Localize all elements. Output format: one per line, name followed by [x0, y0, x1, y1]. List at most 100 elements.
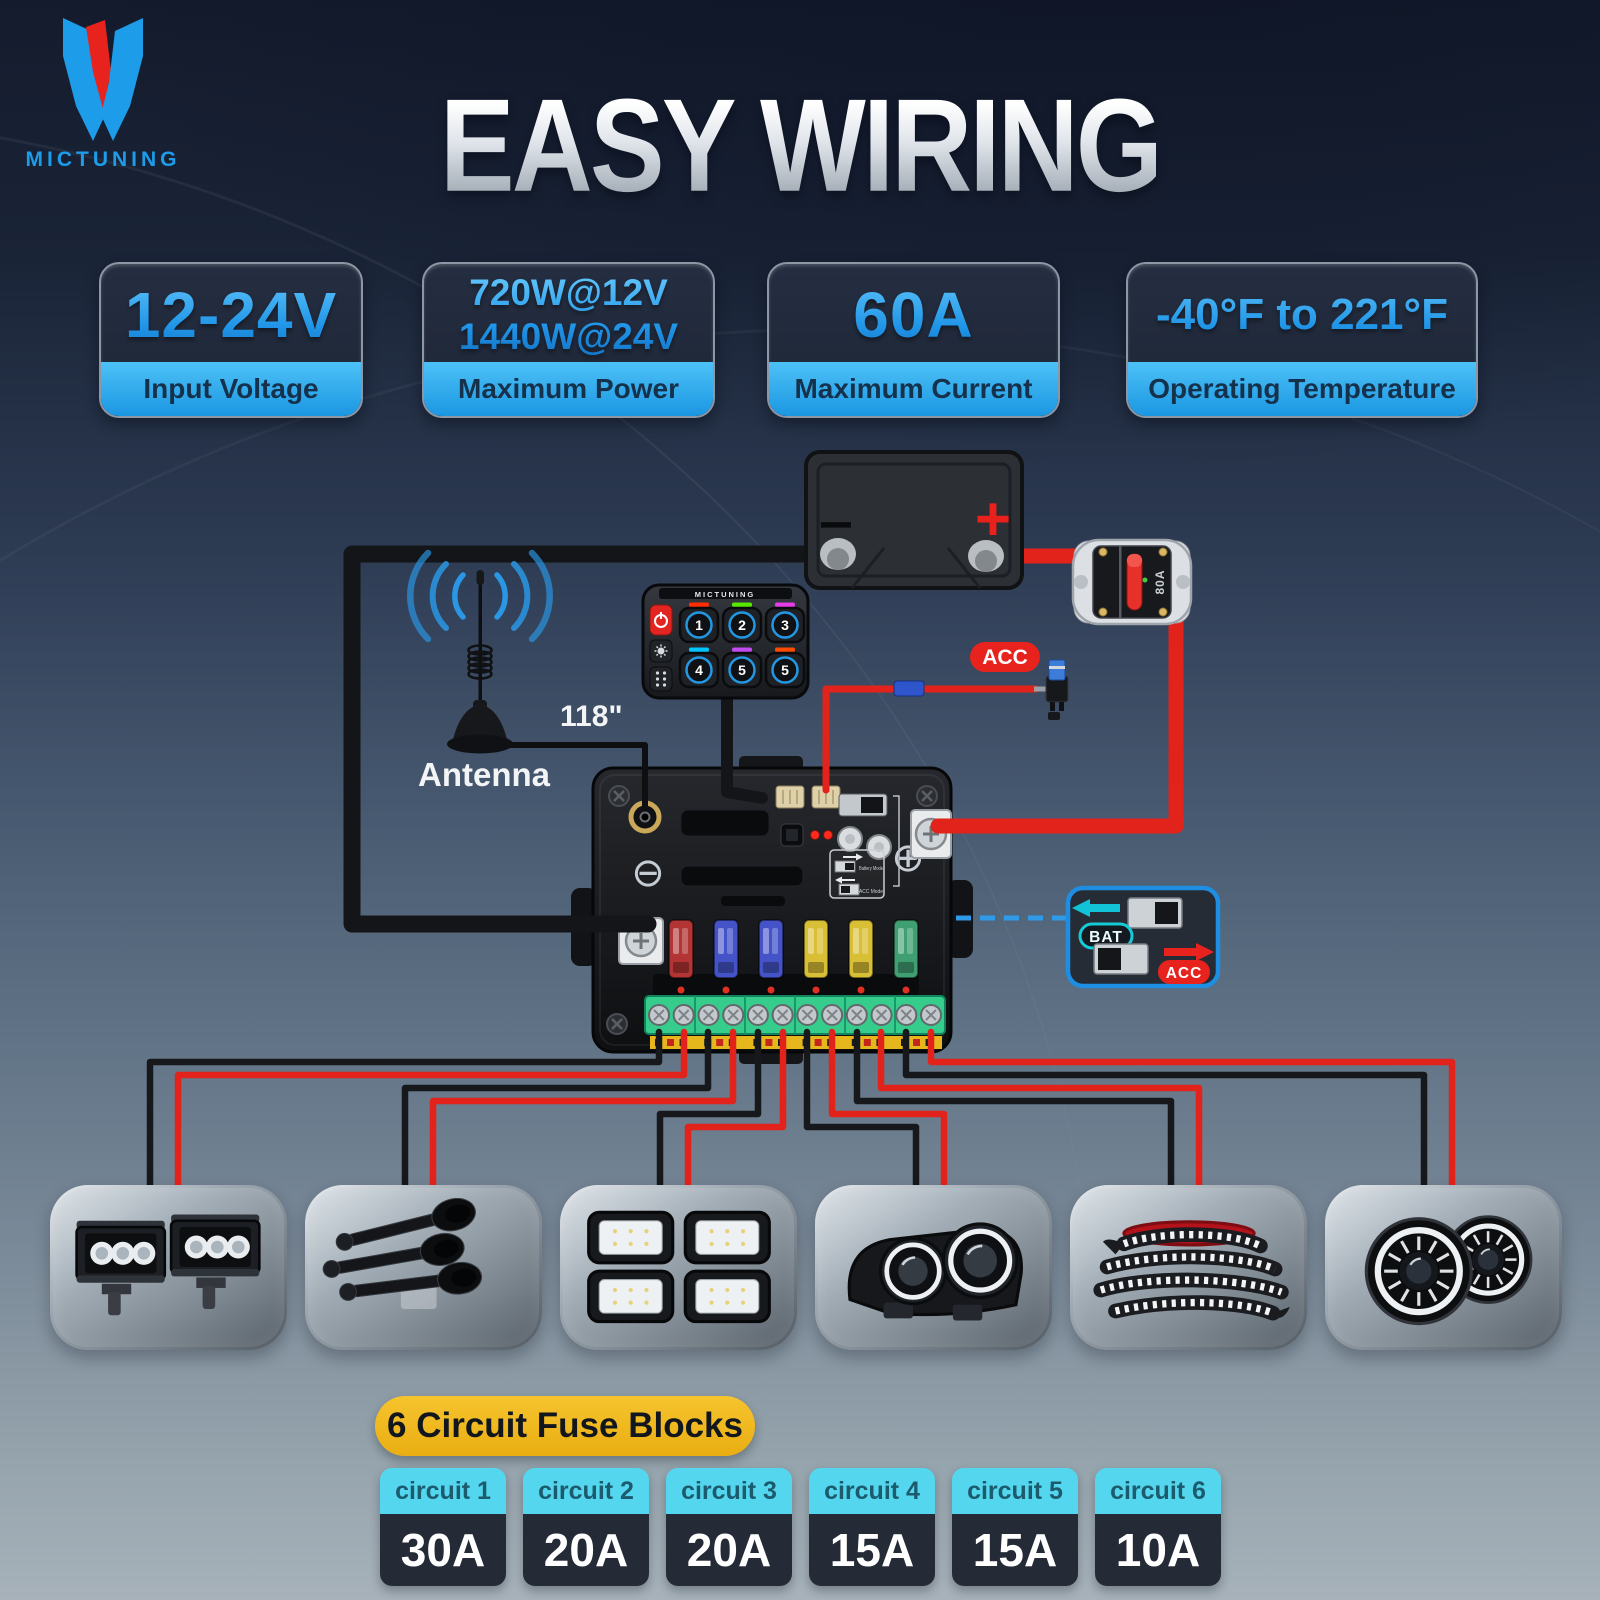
wire-black — [853, 1028, 1175, 1194]
battery-negative-cable — [343, 545, 845, 933]
circuit-label: circuit 4 — [809, 1468, 935, 1514]
product-card-rock-lights — [560, 1185, 797, 1350]
vent-slot — [680, 865, 804, 887]
spec-value: 60A — [769, 264, 1058, 366]
right-arrow-icon — [856, 853, 863, 861]
antenna-length-label: 118" — [560, 700, 623, 733]
wire-splice — [893, 680, 925, 697]
vent-slot — [680, 809, 770, 837]
product-card-halo-headlights — [1325, 1185, 1562, 1350]
left-arrow-icon — [835, 876, 842, 884]
page-title: EASY WIRING — [40, 70, 1560, 222]
antenna-base — [452, 705, 508, 744]
circuit-label: circuit 1 — [380, 1468, 506, 1514]
wire-red — [927, 1028, 1456, 1194]
antenna-label: Antenna — [418, 756, 551, 793]
brightness-icon — [654, 644, 668, 658]
acc-badge — [970, 642, 1040, 672]
circuit-amps: 15A — [952, 1514, 1078, 1586]
panel-button-3: 3 — [764, 606, 806, 644]
led-indicator — [689, 602, 709, 607]
svg-text:1: 1 — [695, 617, 703, 633]
brand-wordmark: MICTUNING — [18, 148, 188, 172]
svg-text:ACC: ACC — [982, 646, 1028, 669]
led-indicator — [775, 602, 795, 607]
fuse-blue — [758, 919, 784, 979]
wire-black — [902, 1028, 1428, 1194]
breaker-rating-label: 80A — [1153, 569, 1167, 594]
rock-lights-image — [586, 1210, 771, 1323]
circuit-card-3: circuit 3 20A — [666, 1468, 792, 1586]
spec-card-input-voltage: 12-24V Input Voltage — [99, 262, 363, 418]
fuse-yellow — [803, 919, 829, 979]
wire-red — [828, 1028, 948, 1194]
fuse-tap — [1034, 659, 1069, 720]
switch-panel: MICTUNING 1 2 3 — [641, 583, 810, 700]
battery: − + — [804, 450, 1024, 590]
svg-text:BAT: BAT — [1089, 929, 1123, 946]
mictuning-m-icon — [63, 18, 143, 141]
svg-text:3: 3 — [781, 617, 789, 633]
breaker-to-box-cable — [930, 600, 1184, 834]
svg-text:ACC: ACC — [1166, 965, 1203, 982]
antenna-cable — [505, 742, 648, 811]
panel-button-4: 4 — [678, 651, 720, 689]
circuit-amps: 15A — [809, 1514, 935, 1586]
halo-headlights-image — [1339, 1198, 1549, 1338]
panel-button-1: 1 — [678, 606, 720, 644]
product-card-train-horns — [305, 1185, 542, 1350]
spec-value: -40°F to 221°F — [1128, 264, 1476, 366]
circuit-card-5: circuit 5 15A — [952, 1468, 1078, 1586]
screw-icon — [915, 784, 939, 808]
circuit-breaker: 80A — [1071, 538, 1193, 626]
fuse-leds — [677, 986, 910, 994]
power-button — [649, 604, 673, 636]
circuit-card-1: circuit 1 30A — [380, 1468, 506, 1586]
circuit-card-2: circuit 2 20A — [523, 1468, 649, 1586]
product-card-fog-lights — [815, 1185, 1052, 1350]
terminal-block — [644, 995, 946, 1035]
circuit-label: circuit 2 — [523, 1468, 649, 1514]
circuit-amps: 30A — [380, 1514, 506, 1586]
panel-brand-label: MICTUNING — [695, 590, 756, 599]
antenna: 118" Antenna — [407, 549, 623, 793]
fuse-blocks-heading: 6 Circuit Fuse Blocks — [375, 1396, 755, 1456]
circuit-label: circuit 6 — [1095, 1468, 1221, 1514]
led-indicator — [732, 647, 752, 652]
wire-black — [656, 1028, 762, 1194]
panel-cable — [721, 692, 768, 804]
led-indicator — [732, 602, 752, 607]
led-pod-lights-image — [74, 1212, 261, 1317]
spec-card-operating-temperature: -40°F to 221°F Operating Temperature — [1126, 262, 1478, 418]
dots-icon — [655, 671, 667, 687]
projector-fog-lights-image — [847, 1221, 1023, 1320]
mode-legend: Battery Mode ACC Mode — [829, 849, 885, 899]
mini-fuse — [1048, 659, 1066, 681]
wire-red — [429, 1028, 737, 1194]
spec-value: 12-24V — [101, 264, 361, 366]
svg-text:5: 5 — [781, 662, 789, 678]
acc-mode-label: ACC Mode — [859, 889, 883, 895]
circuit-amps: 20A — [523, 1514, 649, 1586]
circuit-amps: 20A — [666, 1514, 792, 1586]
fuse-yellow — [848, 919, 874, 979]
spec-label: Maximum Power — [424, 362, 713, 416]
wire-red — [684, 1028, 787, 1194]
fuse-red — [668, 919, 694, 979]
product-card-led-strip — [1070, 1185, 1307, 1350]
signal-waves-icon — [407, 549, 553, 643]
train-horns-image — [319, 1197, 484, 1309]
fuse-green — [893, 919, 919, 979]
product-card-led-pods — [50, 1185, 287, 1350]
vent-slot — [721, 896, 785, 906]
mode-inset: BAT ACC — [1065, 885, 1221, 989]
negative-symbol: ⊖ — [631, 850, 665, 896]
status-led — [823, 830, 833, 840]
wire-black — [401, 1028, 712, 1194]
panel-button-5: 5 — [721, 651, 763, 689]
dots-button — [649, 666, 673, 692]
acc-arrow-icon — [1196, 943, 1214, 961]
circuit-card-6: circuit 6 10A — [1095, 1468, 1221, 1586]
acc-badge-inset — [1158, 960, 1210, 984]
